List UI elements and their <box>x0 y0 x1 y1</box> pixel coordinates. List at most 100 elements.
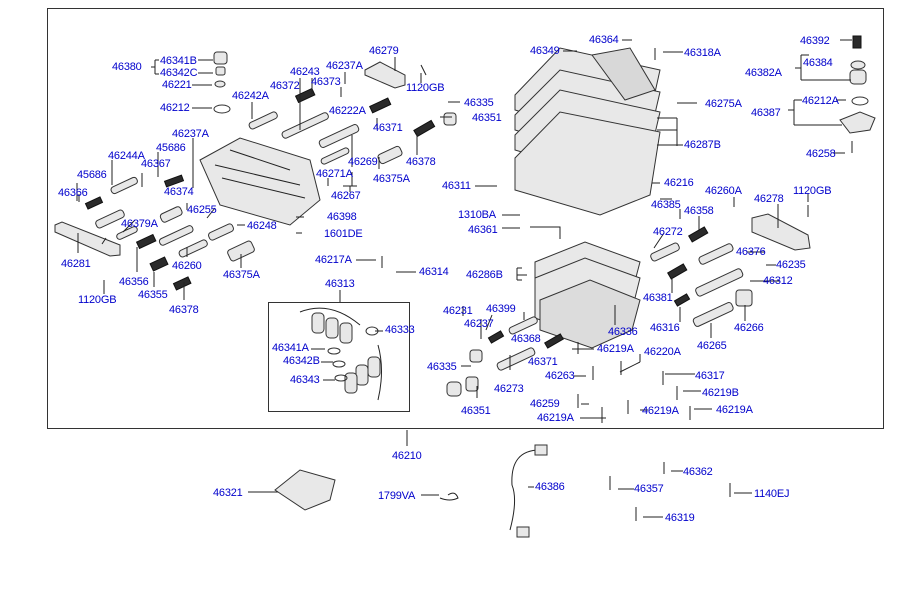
part-label[interactable]: 46271A <box>316 168 353 180</box>
part-label[interactable]: 46219B <box>702 387 739 399</box>
part-label[interactable]: 46341B <box>160 55 197 67</box>
part-label[interactable]: 46269 <box>348 156 378 168</box>
part-label[interactable]: 46212A <box>802 95 839 107</box>
part-label[interactable]: 46273 <box>494 383 524 395</box>
part-label[interactable]: 46379A <box>121 218 158 230</box>
part-label[interactable]: 46398 <box>327 211 357 223</box>
part-label[interactable]: 46219A <box>716 404 753 416</box>
part-label[interactable]: 46311 <box>442 180 471 192</box>
part-label[interactable]: 46376 <box>736 246 766 258</box>
part-label[interactable]: 46392 <box>800 35 830 47</box>
part-label[interactable]: 46212 <box>160 102 190 114</box>
part-label[interactable]: 1120GB <box>78 294 117 306</box>
part-label[interactable]: 45686 <box>156 142 186 154</box>
part-label[interactable]: 1120GB <box>793 185 832 197</box>
part-label[interactable]: 46210 <box>392 450 422 462</box>
part-label[interactable]: 46231 <box>443 305 473 317</box>
part-label[interactable]: 46237A <box>326 60 363 72</box>
part-label[interactable]: 46384 <box>803 57 833 69</box>
part-label[interactable]: 46364 <box>589 34 619 46</box>
part-label[interactable]: 46259 <box>530 398 560 410</box>
part-label[interactable]: 46333 <box>385 324 415 336</box>
part-label[interactable]: 46349 <box>530 45 560 57</box>
part-label[interactable]: 46386 <box>535 481 565 493</box>
part-label[interactable]: 46351 <box>461 405 491 417</box>
part-label[interactable]: 46219A <box>597 343 634 355</box>
part-label[interactable]: 46336 <box>608 326 638 338</box>
part-label[interactable]: 46221 <box>162 79 192 91</box>
part-label[interactable]: 46380 <box>112 61 142 73</box>
part-label[interactable]: 46278 <box>754 193 784 205</box>
part-label[interactable]: 46362 <box>683 466 713 478</box>
part-label[interactable]: 46286B <box>466 269 503 281</box>
part-label[interactable]: 46371 <box>373 122 403 134</box>
part-label[interactable]: 1140EJ <box>754 488 790 500</box>
part-label[interactable]: 46266 <box>734 322 764 334</box>
part-label[interactable]: 46220A <box>644 346 681 358</box>
part-label[interactable]: 46243 <box>290 66 320 78</box>
part-label[interactable]: 46375A <box>373 173 410 185</box>
part-label[interactable]: 46318A <box>684 47 721 59</box>
part-label[interactable]: 46371 <box>528 356 558 368</box>
part-label[interactable]: 46342C <box>160 67 198 79</box>
part-label[interactable]: 46357 <box>634 483 664 495</box>
part-label[interactable]: 46255 <box>187 204 217 216</box>
part-label[interactable]: 46279 <box>369 45 399 57</box>
part-label[interactable]: 46287B <box>684 139 721 151</box>
part-label[interactable]: 46361 <box>468 224 498 236</box>
part-label[interactable]: 1601DE <box>324 228 363 240</box>
part-label[interactable]: 1799VA <box>378 490 416 502</box>
part-label[interactable]: 46373 <box>311 76 341 88</box>
part-label[interactable]: 46381 <box>643 292 673 304</box>
part-label[interactable]: 46382A <box>745 67 782 79</box>
part-label[interactable]: 46385 <box>651 199 681 211</box>
part-label[interactable]: 46265 <box>697 340 727 352</box>
part-label[interactable]: 46372 <box>270 80 300 92</box>
part-label[interactable]: 46343 <box>290 374 320 386</box>
part-label[interactable]: 46263 <box>545 370 575 382</box>
part-label[interactable]: 46351 <box>472 112 502 124</box>
part-label[interactable]: 46335 <box>464 97 494 109</box>
part-label[interactable]: 46237 <box>464 318 494 330</box>
part-label[interactable]: 46248 <box>247 220 277 232</box>
part-label[interactable]: 46366 <box>58 187 88 199</box>
part-label[interactable]: 46217A <box>315 254 352 266</box>
part-label[interactable]: 46378 <box>406 156 436 168</box>
part-label[interactable]: 46356 <box>119 276 149 288</box>
part-label[interactable]: 46367 <box>141 158 171 170</box>
part-label[interactable]: 46358 <box>684 205 714 217</box>
part-label[interactable]: 46267 <box>331 190 361 202</box>
part-label[interactable]: 46317 <box>695 370 725 382</box>
part-label[interactable]: 46258 <box>806 148 836 160</box>
part-label[interactable]: 46216 <box>664 177 694 189</box>
part-label[interactable]: 46272 <box>653 226 683 238</box>
part-label[interactable]: 46335 <box>427 361 457 373</box>
part-label[interactable]: 46244A <box>108 150 145 162</box>
part-label[interactable]: 46378 <box>169 304 199 316</box>
part-label[interactable]: 46242A <box>232 90 269 102</box>
part-label[interactable]: 46316 <box>650 322 680 334</box>
part-label[interactable]: 46260 <box>172 260 202 272</box>
part-label[interactable]: 46312 <box>763 275 793 287</box>
part-label[interactable]: 45686 <box>77 169 107 181</box>
part-label[interactable]: 46319 <box>665 512 695 524</box>
part-label[interactable]: 1120GB <box>406 82 445 94</box>
part-label[interactable]: 46219A <box>642 405 679 417</box>
part-label[interactable]: 46355 <box>138 289 168 301</box>
part-label[interactable]: 1310BA <box>458 209 496 221</box>
part-label[interactable]: 46260A <box>705 185 742 197</box>
part-label[interactable]: 46219A <box>537 412 574 424</box>
part-label[interactable]: 46387 <box>751 107 781 119</box>
part-label[interactable]: 46342B <box>283 355 320 367</box>
part-label[interactable]: 46235 <box>776 259 806 271</box>
part-label[interactable]: 46321 <box>213 487 243 499</box>
part-label[interactable]: 46222A <box>329 105 366 117</box>
part-label[interactable]: 46314 <box>419 266 449 278</box>
part-label[interactable]: 46399 <box>486 303 516 315</box>
part-label[interactable]: 46313 <box>325 278 355 290</box>
part-label[interactable]: 46368 <box>511 333 541 345</box>
part-label[interactable]: 46375A <box>223 269 260 281</box>
part-label[interactable]: 46237A <box>172 128 209 140</box>
part-label[interactable]: 46374 <box>164 186 194 198</box>
part-label[interactable]: 46281 <box>61 258 91 270</box>
